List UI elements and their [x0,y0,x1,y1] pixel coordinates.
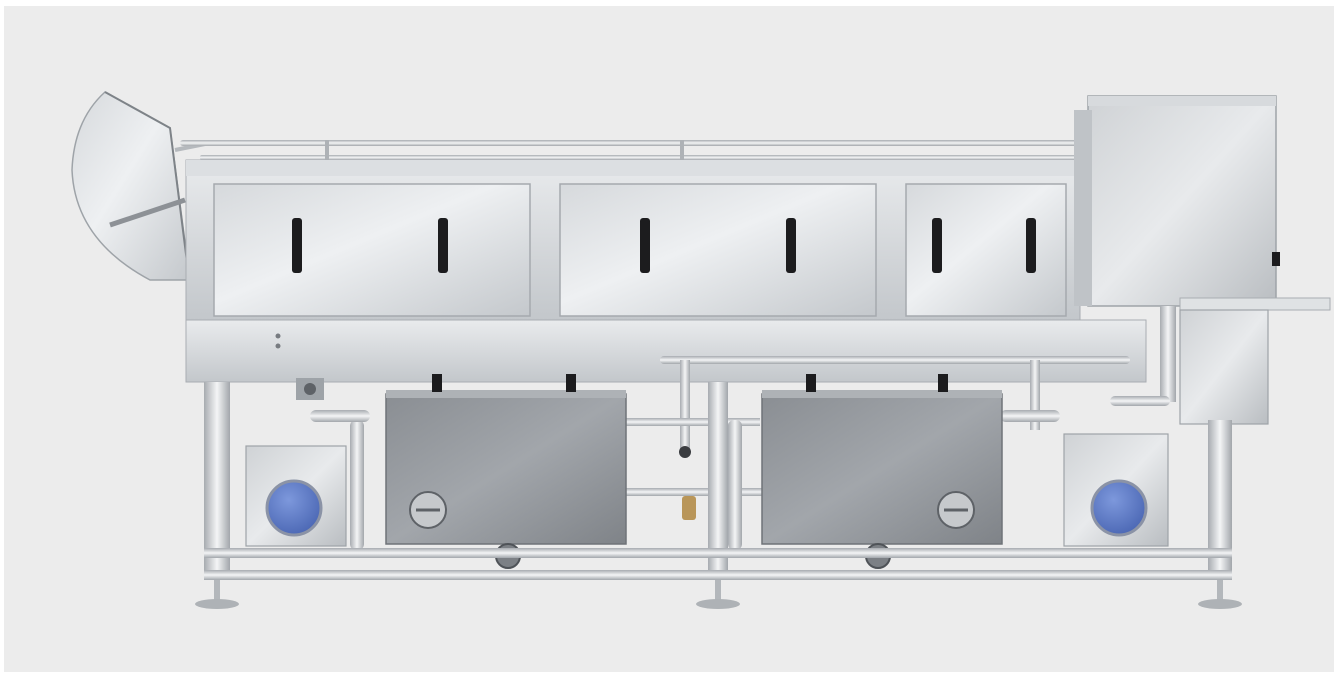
door-handle [932,218,942,273]
access-door-3 [905,183,1067,317]
top-handrail [180,140,1080,160]
water-tank-right [761,374,1003,569]
access-door-2 [559,183,877,317]
pump-housing-right [1063,433,1169,547]
control-cabinet [1074,95,1331,425]
support-frame [195,382,1242,609]
door-handle [292,218,302,273]
water-tank-left [385,374,627,569]
door-handle [640,218,650,273]
pump-housing-left [245,378,347,547]
main-housing [185,159,1147,383]
infeed-hopper [71,91,216,281]
blue-port [1090,479,1148,537]
access-door-1 [213,183,531,317]
door-handle [1026,218,1036,273]
blue-port [265,479,323,537]
piping [310,356,1170,550]
door-handle [786,218,796,273]
door-handle [438,218,448,273]
